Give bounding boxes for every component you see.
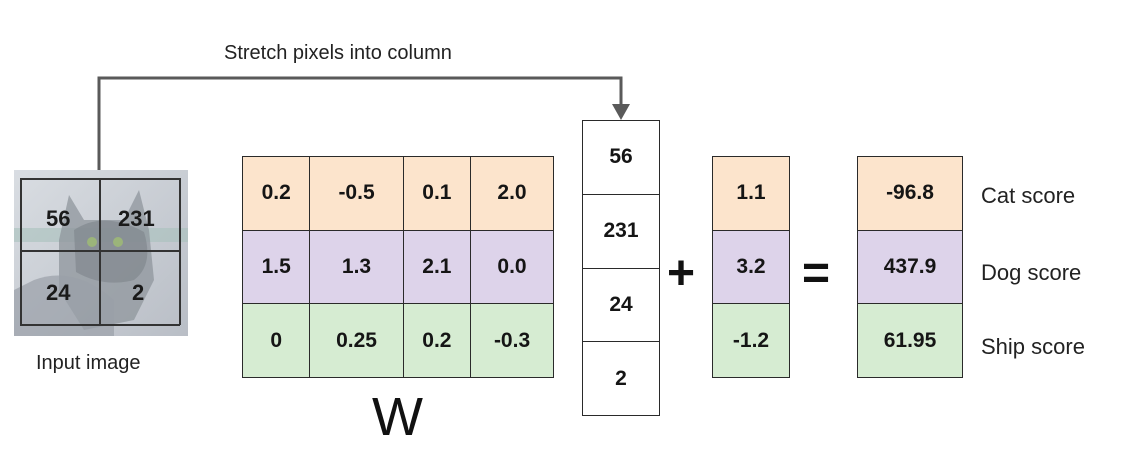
weight-cell: 1.3 [309, 229, 404, 305]
pixel-column-vector: 56 231 24 2 [582, 120, 660, 416]
weight-row-ship: 0 0.25 0.2 -0.3 [241, 303, 554, 378]
weight-cell: 0.2 [402, 303, 472, 378]
plus-sign: + [667, 247, 696, 300]
score-label-ship: Ship score [981, 334, 1085, 359]
score-cell: 437.9 [857, 229, 963, 305]
weight-cell: -0.5 [309, 156, 404, 231]
weight-cell: 0.1 [402, 156, 472, 231]
weight-cell: 0.0 [470, 229, 554, 305]
input-image-caption: Input image [36, 352, 141, 374]
weight-row-cat: 0.2 -0.5 0.1 2.0 [241, 156, 554, 231]
pixel-value: 56 [46, 206, 71, 231]
bias-cell: 3.2 [712, 229, 790, 305]
bias-vector: 1.1 3.2 -1.2 [712, 156, 790, 378]
weight-row-dog: 1.5 1.3 2.1 0.0 [241, 229, 554, 305]
column-cell: 2 [582, 341, 660, 416]
weight-cell: 0.25 [309, 303, 404, 378]
pixel-value: 2 [132, 280, 145, 305]
arrow-label: Stretch pixels into column [224, 42, 452, 64]
weight-cell: 2.1 [402, 229, 472, 305]
weight-matrix: 0.2 -0.5 0.1 2.0 1.5 1.3 2.1 0.0 0 0.25 … [241, 156, 554, 378]
pixel-value: 24 [46, 280, 71, 305]
weight-cell: -0.3 [470, 303, 554, 378]
weight-cell: 1.5 [241, 229, 311, 305]
score-cell: 61.95 [857, 303, 963, 378]
bias-cell: -1.2 [712, 303, 790, 378]
input-image: 56 231 24 2 [14, 170, 188, 336]
column-cell: 24 [582, 267, 660, 343]
score-cell: -96.8 [857, 156, 963, 231]
weight-cell: 0.2 [241, 156, 311, 231]
bias-cell: 1.1 [712, 156, 790, 231]
weight-cell: 2.0 [470, 156, 554, 231]
score-vector: -96.8 437.9 61.95 [857, 156, 963, 378]
column-cell: 231 [582, 193, 660, 269]
column-cell: 56 [582, 120, 660, 195]
weight-matrix-label: W [372, 387, 423, 447]
equals-sign: = [802, 247, 831, 300]
cat-image-icon [14, 170, 188, 336]
pixel-value: 231 [118, 206, 155, 231]
score-label-dog: Dog score [981, 260, 1082, 285]
weight-cell: 0 [241, 303, 311, 378]
score-label-cat: Cat score [981, 183, 1076, 208]
